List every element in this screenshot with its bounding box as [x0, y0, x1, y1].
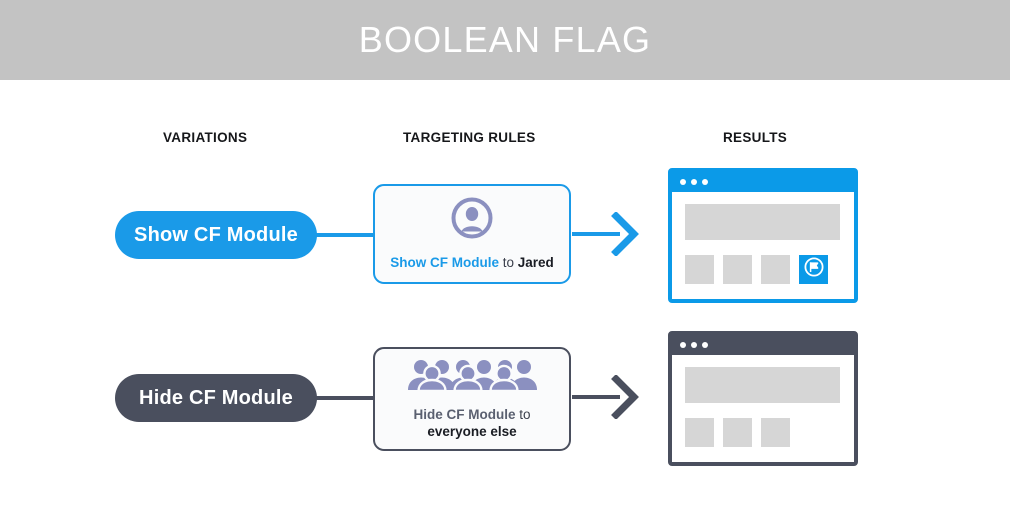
crowd-people-icon: [404, 359, 540, 396]
result-browser-window-hide[interactable]: [668, 331, 858, 466]
content-tile: [685, 255, 714, 284]
rule-audience-label-hide: everyone else: [427, 423, 517, 439]
connector-line-row-1: [312, 233, 374, 237]
content-tile: [761, 418, 790, 447]
rule-connector-word-hide: to: [515, 406, 531, 422]
rule-audience-label-show: Jared: [517, 255, 554, 270]
cf-module-flag-icon: [803, 256, 825, 283]
content-placeholder-block: [685, 204, 840, 240]
column-header-targeting-rules: TARGETING RULES: [403, 130, 536, 145]
page-header-bar: BOOLEAN FLAG: [0, 0, 1010, 80]
content-tile-row: [685, 418, 841, 447]
content-tile: [723, 418, 752, 447]
content-placeholder-block: [685, 367, 840, 403]
single-person-avatar-icon: [451, 197, 493, 244]
targeting-rule-card-show[interactable]: Show CF Module to Jared: [373, 184, 571, 284]
variation-pill-hide-cf-module[interactable]: Hide CF Module: [115, 374, 317, 422]
flow-arrow-row-1: [572, 211, 642, 257]
targeting-rule-text-show: Show CF Module to Jared: [390, 254, 554, 271]
window-content: [672, 355, 854, 447]
window-content: [672, 192, 854, 284]
window-dot-icon: [680, 179, 686, 185]
window-dot-icon: [691, 179, 697, 185]
content-tile-row: [685, 255, 841, 284]
window-title-bar: [672, 172, 854, 192]
cf-module-tile[interactable]: [799, 255, 828, 284]
rule-flag-label-hide: Hide CF Module: [413, 406, 516, 422]
result-browser-window-show[interactable]: [668, 168, 858, 303]
window-dot-icon: [680, 342, 686, 348]
flow-arrow-row-2: [572, 374, 642, 420]
window-title-bar: [672, 335, 854, 355]
content-tile: [685, 418, 714, 447]
column-header-variations: VARIATIONS: [163, 130, 248, 145]
window-dot-icon: [691, 342, 697, 348]
page-title: BOOLEAN FLAG: [358, 19, 652, 60]
rule-flag-label-show: Show CF Module: [390, 255, 499, 270]
targeting-rule-card-hide[interactable]: Hide CF Module to everyone else: [373, 347, 571, 451]
variation-pill-show-cf-module[interactable]: Show CF Module: [115, 211, 317, 259]
rule-connector-word-show: to: [498, 255, 518, 270]
column-header-results: RESULTS: [723, 130, 788, 145]
content-tile: [761, 255, 790, 284]
window-dot-icon: [702, 342, 708, 348]
content-tile: [723, 255, 752, 284]
targeting-rule-text-hide: Hide CF Module to everyone else: [413, 406, 530, 440]
window-dot-icon: [702, 179, 708, 185]
connector-line-row-2: [312, 396, 374, 400]
